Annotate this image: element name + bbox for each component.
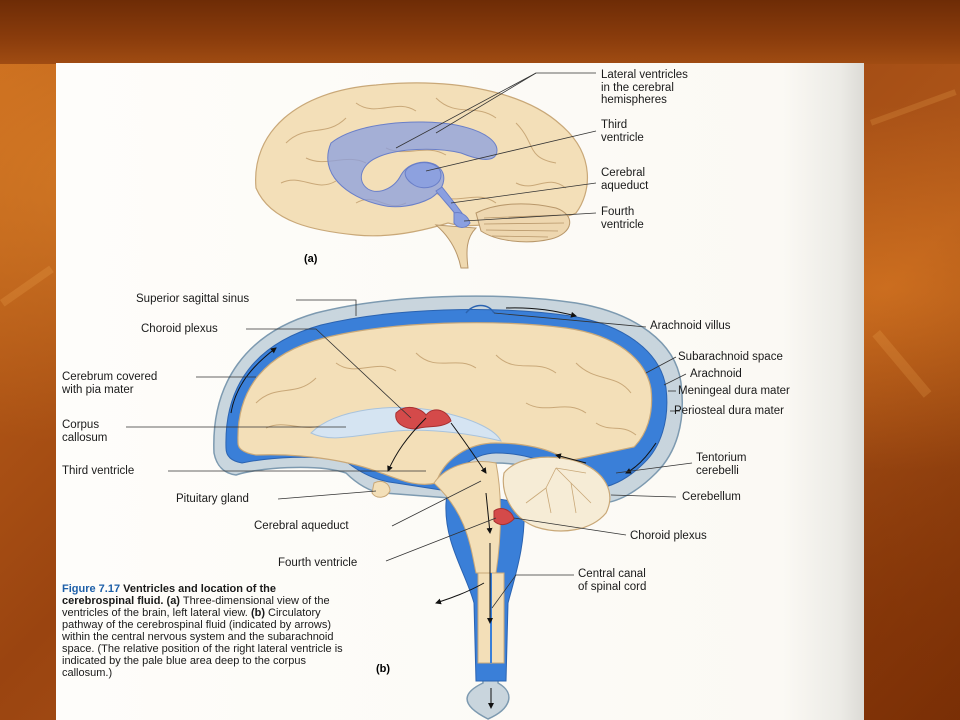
label-arachnoid-villus: Arachnoid villus — [650, 320, 731, 332]
label-subarachnoid-space: Subarachnoid space — [678, 351, 783, 363]
label-choroid-plexus-top: Choroid plexus — [141, 323, 218, 335]
leader-subarachnoid — [645, 356, 677, 374]
textbook-page: Lateral ventricles in the cerebral hemis… — [56, 63, 864, 720]
cerebellum-b — [502, 456, 611, 532]
lateral-brain-view — [255, 72, 597, 269]
cerebrum-b — [237, 322, 653, 485]
figure-number: Figure 7.17 — [62, 583, 121, 595]
lateral-ventricles-shape — [327, 121, 498, 208]
label-central-canal: Central canal of spinal cord — [578, 568, 647, 593]
csf-flow-arrow — [435, 582, 485, 605]
leader-central-canal — [491, 574, 574, 609]
cerebellum-a — [475, 203, 571, 243]
leader-pituitary — [277, 490, 377, 500]
brainstem-a — [434, 224, 478, 269]
leader-fourth-ventricle — [463, 212, 597, 222]
background-streak — [870, 89, 957, 126]
arachnoid-villus — [465, 304, 495, 314]
csf-flow-arrow — [450, 422, 487, 474]
label-tentorium: Tentorium cerebelli — [696, 452, 747, 477]
figure-title: Ventricles and location of the cerebrosp… — [62, 583, 276, 607]
label-periosteal-dura: Periosteal dura mater — [674, 405, 784, 417]
leader-superior-sagittal-sinus — [296, 299, 357, 316]
label-corpus-callosum: Corpus callosum — [62, 419, 108, 444]
leader-arachnoid-villus — [493, 312, 647, 328]
cerebellum-b-folia — [525, 467, 592, 514]
label-fourth-ventricle-a: Fourth ventricle — [601, 206, 644, 231]
label-third-ventricle-a: Third ventricle — [601, 119, 644, 144]
label-pituitary-gland: Pituitary gland — [176, 493, 249, 505]
cerebrum-gyri — [255, 352, 637, 436]
label-cerebral-aqueduct-a: Cerebral aqueduct — [601, 167, 649, 192]
leader-fourth-ventricle-b — [385, 517, 497, 562]
caption-b-marker: (b) — [250, 607, 265, 619]
leader-arachnoid — [663, 373, 687, 386]
brain-hemisphere-outline — [255, 82, 589, 237]
background-streak — [0, 265, 54, 307]
label-lateral-ventricles: Lateral ventricles in the cerebral hemis… — [601, 69, 688, 106]
part-b-label: (b) — [376, 663, 391, 675]
leader-third-ventricle — [425, 130, 597, 172]
sagittal-csf-view — [126, 295, 693, 720]
label-superior-sagittal-sinus: Superior sagittal sinus — [136, 293, 250, 305]
csf-flow-arrow — [230, 347, 277, 414]
third-ventricle-shape — [404, 162, 442, 189]
label-cerebral-aqueduct-b: Cerebral aqueduct — [254, 520, 349, 532]
leader-lateral-ventricles-2 — [435, 72, 537, 134]
slide-top-band — [0, 0, 960, 64]
choroid-plexus-lower — [493, 508, 515, 526]
brainstem-b — [433, 461, 501, 574]
csf-flow-arrow — [387, 417, 427, 472]
leader-choroid-plexus-top — [246, 328, 412, 419]
caption-b-text: Circulatory pathway of the cerebrospinal… — [62, 607, 343, 679]
background-streak — [872, 330, 932, 398]
label-fourth-ventricle-b: Fourth ventricle — [278, 557, 358, 569]
part-a-label: (a) — [304, 253, 318, 265]
figure-caption: Figure 7.17 Ventricles and location of t… — [62, 583, 350, 679]
leader-cerebellum — [610, 494, 677, 498]
leader-cerebral-aqueduct — [450, 182, 597, 204]
leader-choroid-plexus-bottom — [513, 517, 627, 536]
label-meningeal-dura: Meningeal dura mater — [678, 385, 790, 397]
csf-flow-arrow — [555, 453, 587, 464]
csf-flow-arrow — [485, 492, 493, 534]
cerebellum-lines — [483, 214, 565, 238]
label-arachnoid: Arachnoid — [690, 368, 742, 380]
csf-flow-arrow — [505, 307, 577, 318]
label-third-ventricle-b: Third ventricle — [62, 465, 135, 477]
choroid-plexus-upper — [395, 406, 452, 430]
pituitary — [371, 480, 391, 498]
label-cerebrum: Cerebrum covered with pia mater — [62, 371, 158, 396]
brain-ventricles-figure — [126, 72, 693, 720]
caption-a-text: Three-dimensional view of the ventricles… — [62, 595, 330, 619]
caption-a-marker: (a) — [166, 595, 180, 607]
leader-tentorium — [615, 462, 693, 474]
label-choroid-plexus-bottom: Choroid plexus — [630, 530, 707, 542]
leader-cerebral-aqueduct-b — [391, 480, 482, 527]
label-cerebellum: Cerebellum — [682, 491, 741, 503]
fourth-ventricle-shape — [453, 212, 471, 228]
